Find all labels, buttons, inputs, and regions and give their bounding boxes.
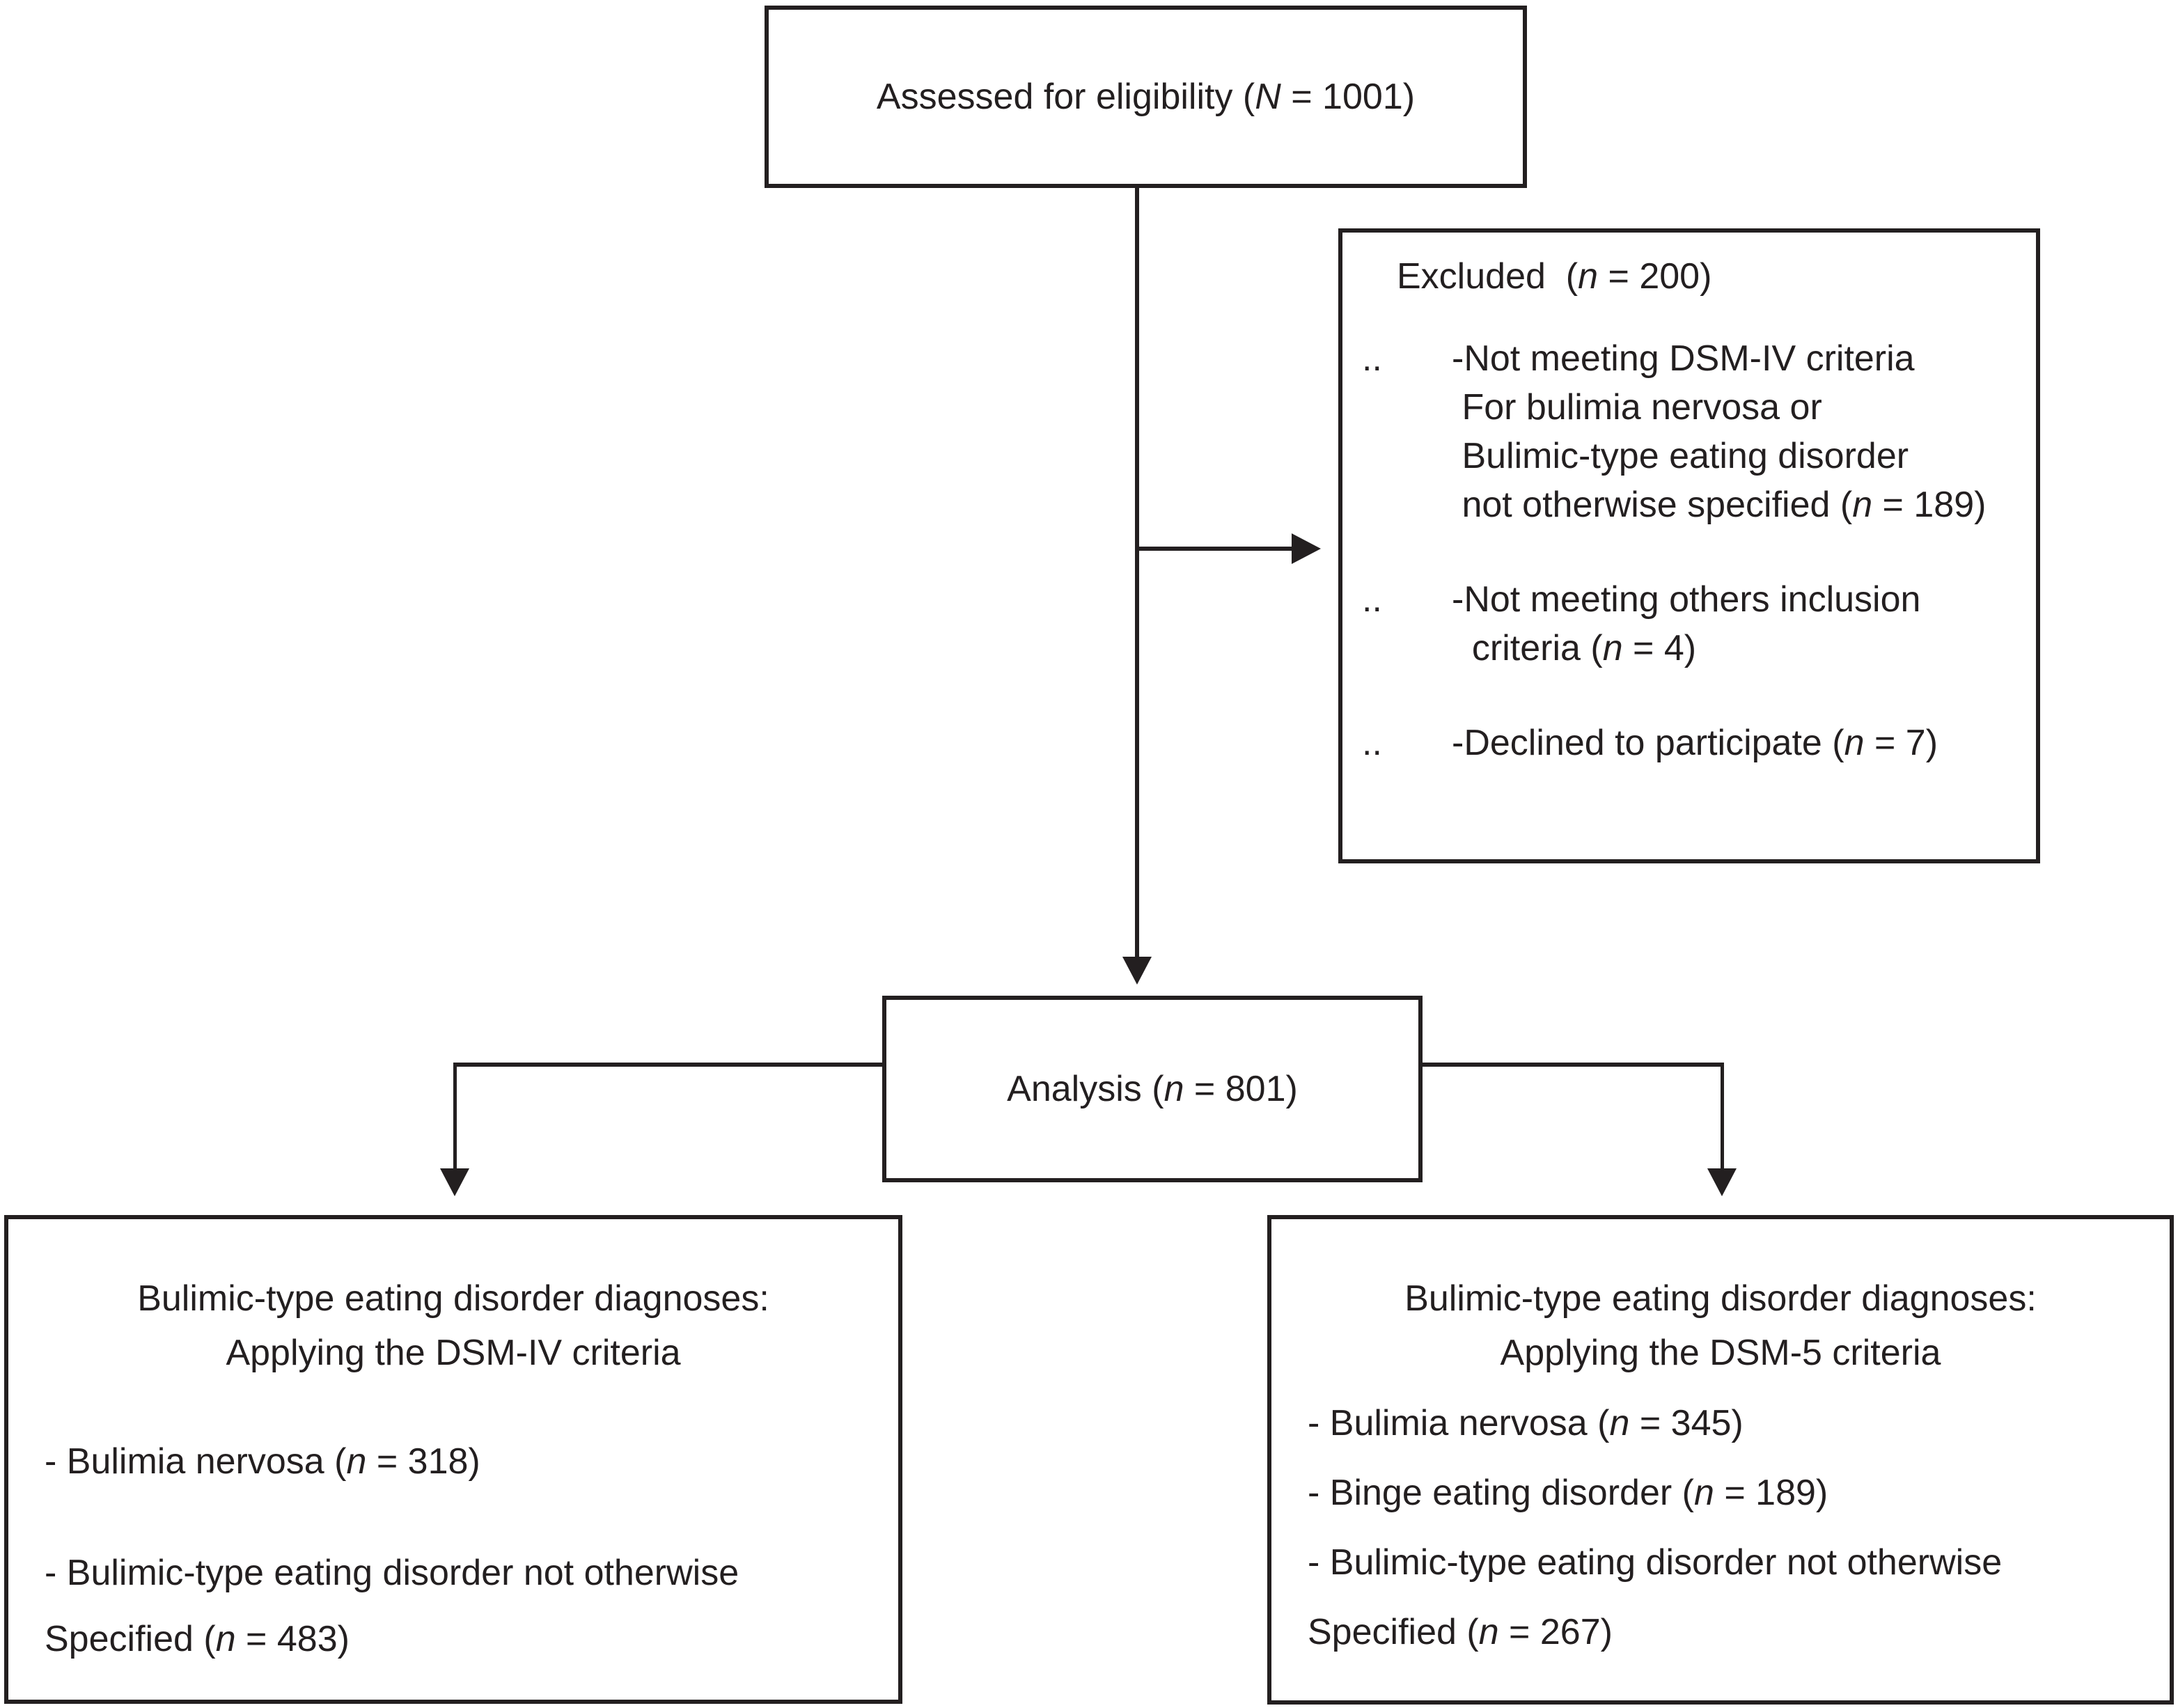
line-branch-left-horizontal xyxy=(453,1063,884,1067)
excluded-box: Excluded (n = 200) .. -Not meeting DSM-I… xyxy=(1338,228,2040,863)
analysis-box: Analysis (n = 801) xyxy=(882,996,1423,1182)
arrow-down-dsm-iv-icon xyxy=(440,1168,469,1196)
line-branch-right-vertical xyxy=(1721,1063,1724,1168)
analysis-label: Analysis (n = 801) xyxy=(1007,1069,1298,1109)
dsm-5-item-ednos: - Bulimic-type eating disorder not other… xyxy=(1308,1542,2003,1652)
line-branch-left-vertical xyxy=(453,1063,457,1168)
dsm-5-box-title: Bulimic-type eating disorder diagnoses:A… xyxy=(1404,1278,2037,1373)
arrow-down-dsm-5-icon xyxy=(1707,1168,1737,1196)
item-bullet: .. xyxy=(1362,723,1382,763)
dsm-iv-box-title: Bulimic-type eating disorder diagnoses:A… xyxy=(137,1278,769,1373)
arrow-down-analysis-icon xyxy=(1122,957,1152,985)
excluded-item-text: -Not meeting others inclusion criteria (… xyxy=(1452,579,1921,668)
item-bullet: .. xyxy=(1362,579,1382,620)
line-branch-right-horizontal xyxy=(1423,1063,1724,1067)
dsm-5-item-binge-eating: - Binge eating disorder (n = 189) xyxy=(1308,1473,1828,1513)
arrow-right-excluded-icon xyxy=(1292,533,1321,564)
excluded-item-text: -Declined to participate (n = 7) xyxy=(1452,723,1938,763)
line-branch-to-excluded xyxy=(1137,547,1292,551)
dsm-iv-item-bulimia-nervosa: - Bulimia nervosa (n = 318) xyxy=(45,1441,480,1482)
assessed-eligibility-box: Assessed for eligibility (N = 1001) xyxy=(765,6,1527,188)
line-assessed-to-analysis xyxy=(1135,188,1139,957)
dsm-5-item-bulimia-nervosa: - Bulimia nervosa (n = 345) xyxy=(1308,1403,1744,1443)
dsm-iv-item-ednos: - Bulimic-type eating disorder not other… xyxy=(45,1553,739,1659)
excluded-item-dsm-criteria: .. -Not meeting DSM-IV criteria For buli… xyxy=(1362,334,2019,529)
dsm-iv-diagnoses-box: Bulimic-type eating disorder diagnoses:A… xyxy=(4,1215,902,1704)
excluded-item-inclusion-criteria: .. -Not meeting others inclusion criteri… xyxy=(1362,575,2019,673)
item-bullet: .. xyxy=(1362,338,1382,379)
assessed-eligibility-label: Assessed for eligibility (N = 1001) xyxy=(876,77,1416,117)
excluded-item-declined: .. -Declined to participate (n = 7) xyxy=(1362,719,2019,767)
excluded-title: Excluded (n = 200) xyxy=(1397,256,1712,297)
dsm-5-diagnoses-box: Bulimic-type eating disorder diagnoses:A… xyxy=(1267,1215,2174,1705)
excluded-item-text: -Not meeting DSM-IV criteria For bulimia… xyxy=(1452,338,1987,525)
